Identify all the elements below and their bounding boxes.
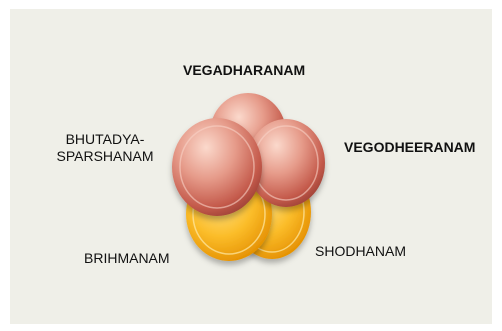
label-bhutadya-line1: BHUTADYA- — [51, 131, 159, 148]
circle-bhutadya-sparshanam — [172, 118, 262, 216]
label-vegadharanam: VEGADHARANAM — [183, 62, 305, 79]
label-bhutadya-sparshanam: BHUTADYA- SPARSHANAM — [51, 131, 159, 165]
label-brihmanam: BRIHMANAM — [84, 250, 170, 267]
label-shodhanam: SHODHANAM — [315, 243, 406, 260]
label-vegodheeranam: VEGODHEERANAM — [344, 139, 475, 156]
label-bhutadya-line2: SPARSHANAM — [51, 148, 159, 165]
